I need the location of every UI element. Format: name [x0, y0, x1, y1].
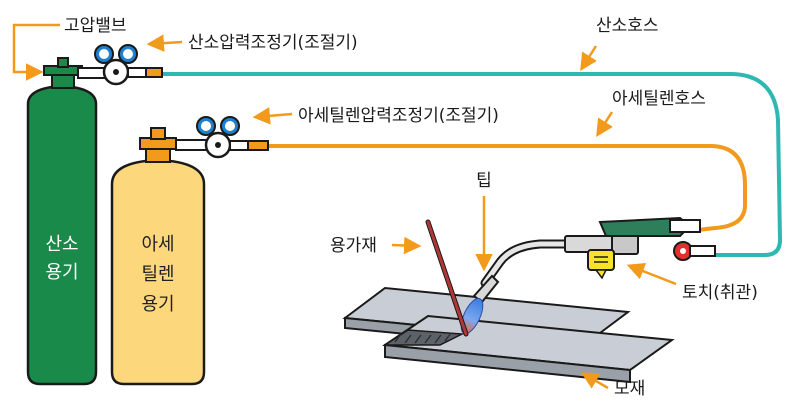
tip-label: 팁 — [476, 171, 492, 191]
high-pressure-valve-label: 고압밸브 — [64, 16, 127, 36]
filler-rod-label: 용가재 — [330, 236, 377, 256]
acetylene-hose-label: 아세틸렌호스 — [612, 89, 706, 109]
arrow-icon — [391, 236, 422, 255]
torch-label: 토치(취관) — [682, 283, 758, 303]
arrow-icon — [580, 45, 598, 71]
acetylene-cylinder: 아세 틸렌 용기 — [110, 127, 206, 386]
cylinder-neck — [145, 147, 171, 163]
acetylene-cylinder-label-2: 틸렌 — [141, 264, 174, 285]
weld-bead-lines — [394, 332, 452, 344]
arrow-icon — [146, 34, 183, 52]
oxygen-hose-connector — [689, 245, 716, 257]
oxygen-cylinder: 산소 용기 — [26, 57, 98, 386]
base-metal — [342, 286, 675, 384]
base-metal-label: 모재 — [614, 379, 645, 399]
hose-fitting — [145, 67, 163, 78]
torch-connector — [669, 219, 701, 233]
valve-stem — [57, 57, 69, 68]
filler-rod — [426, 220, 468, 336]
torch — [472, 216, 716, 304]
label-arrows — [12, 23, 677, 390]
oxygen-cylinder-label-1: 산소 — [45, 234, 78, 255]
arrow-icon — [626, 262, 677, 286]
acetylene-hose-line — [268, 144, 747, 232]
acetylene-regulator — [175, 116, 269, 159]
oxygen-hose-line — [162, 72, 783, 257]
arrow-icon — [12, 23, 60, 81]
arrow-icon — [252, 107, 293, 125]
oxygen-cylinder-label-2: 용기 — [45, 262, 78, 283]
acetylene-cylinder-label-1: 아세 — [141, 234, 174, 255]
torch-neck — [482, 241, 583, 286]
acetylene-cylinder-label-3: 용기 — [141, 294, 174, 315]
plate-side-2 — [384, 343, 631, 384]
acetylene-regulator-label: 아세틸렌압력조정기(조절기) — [298, 106, 499, 126]
oxygen-regulator — [77, 44, 163, 86]
hose-fitting — [247, 140, 269, 151]
valve-stem — [150, 127, 166, 140]
acetylene-valve-tag — [587, 249, 615, 271]
cylinder-neck — [51, 73, 75, 89]
oxygen-regulator-label: 산소압력조정기(조절기) — [188, 33, 358, 53]
arrow-icon — [596, 111, 614, 137]
oxygen-hose-label: 산소호스 — [596, 16, 659, 36]
arrow-icon — [580, 372, 609, 390]
